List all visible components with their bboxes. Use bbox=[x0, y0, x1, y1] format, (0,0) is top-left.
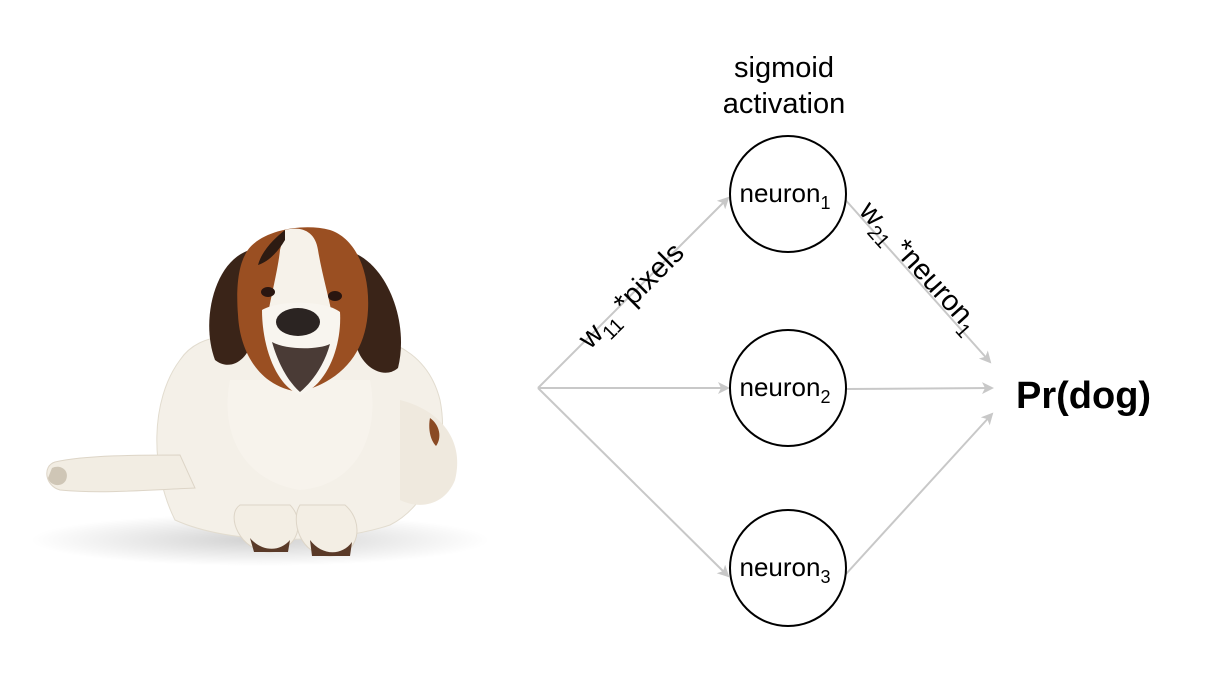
svg-text:neuron3: neuron3 bbox=[740, 552, 831, 587]
neuron-1-label: neuron bbox=[740, 178, 821, 208]
svg-text:neuron1: neuron1 bbox=[740, 178, 831, 213]
neuron-3-label: neuron bbox=[740, 552, 821, 582]
neuron-1-subscript: 1 bbox=[820, 193, 830, 213]
neuron-3-subscript: 3 bbox=[820, 567, 830, 587]
edge-input-neuron3 bbox=[537, 387, 730, 578]
edge-neuron2-output bbox=[845, 382, 994, 395]
neuron-1-node: neuron1 bbox=[729, 135, 847, 253]
edge-input-neuron1 bbox=[537, 196, 730, 389]
neuron-3-node: neuron3 bbox=[729, 509, 847, 627]
svg-text:neuron2: neuron2 bbox=[740, 372, 831, 407]
edge-label-input-hidden: w11 *pixels bbox=[572, 237, 695, 360]
edge-neuron3-output bbox=[845, 412, 994, 575]
dog-image bbox=[30, 227, 490, 566]
output-label: Pr(dog) bbox=[1016, 375, 1151, 417]
neuron-2-subscript: 2 bbox=[820, 387, 830, 407]
caption-line-1: sigmoid bbox=[734, 52, 834, 84]
neuron-2-node: neuron2 bbox=[729, 329, 847, 447]
neuron-2-label: neuron bbox=[740, 372, 821, 402]
edge-neuron1-output bbox=[841, 195, 992, 364]
caption-line-2: activation bbox=[723, 88, 846, 120]
edge-label-hidden-output: w21 *neuron1 bbox=[848, 195, 987, 343]
